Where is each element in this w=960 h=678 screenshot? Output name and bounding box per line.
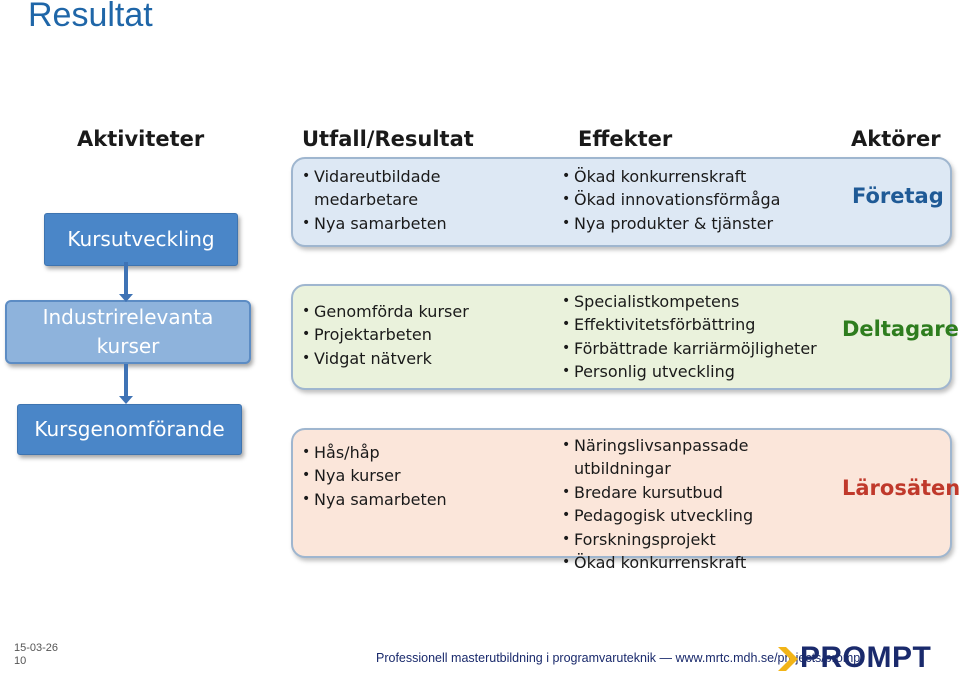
activity-label: Industrirelevanta kurser [42, 305, 214, 358]
activity-industrirelevanta-kurser: Industrirelevanta kurser [5, 300, 251, 364]
list-item: Vidareutbildade medarbetare [302, 165, 472, 212]
effekter-list-deltagare: Specialistkompetens Effektivitetsförbätt… [562, 290, 832, 384]
list-item: Ökad konkurrenskraft [562, 551, 847, 575]
column-header-utfall: Utfall/Resultat [302, 127, 474, 151]
arrow-head-2 [119, 396, 133, 404]
list-item: Specialistkompetens [562, 290, 832, 314]
footer-meta: 15-03-26 10 [14, 642, 58, 668]
logo-chevron-icon [778, 647, 798, 671]
list-item: Förbättrade karriärmöjligheter [562, 337, 832, 361]
list-item: Nya kurser [302, 464, 472, 488]
logo-text: PROMPT [800, 641, 932, 674]
list-item: Vidgat nätverk [302, 347, 487, 371]
list-item: Bredare kursutbud [562, 481, 847, 505]
list-item: Personlig utveckling [562, 360, 832, 384]
list-item: Projektarbeten [302, 323, 487, 347]
list-item: Hås/håp [302, 441, 472, 465]
list-item: Ökad konkurrenskraft [562, 165, 822, 189]
actor-label-foretag: Företag [852, 184, 944, 208]
activity-label: Kursutveckling [67, 227, 215, 251]
list-item: Genomförda kurser [302, 300, 487, 324]
activity-flow-arrows [119, 262, 133, 404]
slide-title: Resultat [28, 0, 153, 34]
actor-label-deltagare: Deltagare [842, 317, 959, 341]
list-item: Nya produkter & tjänster [562, 212, 822, 236]
effekter-list-foretag: Ökad konkurrenskraft Ökad innovationsför… [562, 165, 822, 236]
list-item: Forskningsprojekt [562, 528, 847, 552]
column-header-aktiviteter: Aktiviteter [77, 127, 205, 151]
effekter-list-larosaten: Näringslivsanpassade utbildningar Bredar… [562, 434, 847, 575]
list-item: Effektivitetsförbättring [562, 313, 832, 337]
list-item: Näringslivsanpassade utbildningar [562, 434, 847, 481]
utfall-list-larosaten: Hås/håp Nya kurser Nya samarbeten [302, 441, 472, 512]
column-header-effekter: Effekter [578, 127, 673, 151]
actor-label-larosaten: Lärosäten [842, 476, 960, 500]
activity-kursgenomforande: Kursgenomförande [17, 404, 242, 455]
activity-kursutveckling: Kursutveckling [44, 213, 238, 266]
activity-label: Kursgenomförande [34, 417, 225, 441]
utfall-list-foretag: Vidareutbildade medarbetare Nya samarbet… [302, 165, 472, 236]
utfall-list-deltagare: Genomförda kurser Projektarbeten Vidgat … [302, 300, 487, 371]
arrow-shaft-1 [124, 262, 128, 296]
list-item: Nya samarbeten [302, 212, 472, 236]
arrow-head-1 [119, 294, 133, 302]
footer-date: 15-03-26 [14, 642, 59, 654]
arrow-shaft-2 [124, 364, 128, 398]
list-item: Ökad innovationsförmåga [562, 188, 822, 212]
footer-text: Professionell masterutbildning i program… [376, 651, 864, 665]
prompt-logo: PROMPT [778, 641, 956, 675]
column-header-aktorer: Aktörer [851, 127, 941, 151]
list-item: Pedagogisk utveckling [562, 504, 847, 528]
footer-page-number: 10 [14, 655, 27, 667]
list-item: Nya samarbeten [302, 488, 472, 512]
